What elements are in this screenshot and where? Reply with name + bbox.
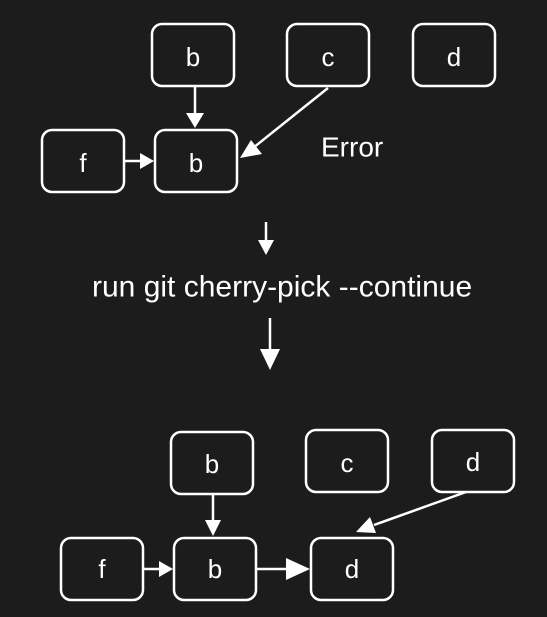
after-graph: b c d f b d	[59, 428, 516, 602]
svg-text:c: c	[322, 42, 335, 72]
before-edge-btop-to-bmid	[186, 86, 204, 128]
svg-text:c: c	[341, 448, 354, 478]
after-edge-btop-to-bmid	[205, 494, 221, 536]
svg-text:b: b	[205, 449, 219, 479]
svg-text:d: d	[447, 42, 461, 72]
before-node-f: f	[40, 128, 126, 194]
down-arrow-upper	[258, 222, 274, 255]
before-node-b-top: b	[150, 22, 236, 88]
svg-text:b: b	[208, 554, 222, 584]
before-edge-ctop-to-bmid	[240, 87, 329, 158]
after-node-c-top: c	[304, 428, 390, 494]
before-node-b-mid: b	[153, 128, 239, 194]
before-graph: b c d f b Error	[40, 22, 497, 194]
after-edge-dtop-to-dmid	[356, 490, 467, 533]
error-label: Error	[321, 132, 383, 163]
command-label: run git cherry-pick --continue	[92, 271, 472, 304]
after-node-f: f	[59, 536, 145, 602]
svg-text:f: f	[98, 554, 106, 584]
before-node-c-top: c	[285, 22, 371, 88]
after-node-d-mid: d	[309, 536, 395, 602]
after-edge-bmid-to-dmid	[256, 558, 310, 580]
svg-text:b: b	[186, 42, 200, 72]
down-arrow-lower	[260, 318, 280, 370]
before-edge-f-to-bmid	[124, 153, 154, 169]
after-node-d-top: d	[430, 428, 516, 494]
after-node-b-top: b	[169, 430, 255, 496]
after-edge-f-to-bmid	[143, 561, 173, 577]
svg-text:d: d	[345, 554, 359, 584]
svg-text:d: d	[466, 447, 480, 477]
svg-text:f: f	[79, 148, 87, 178]
svg-text:b: b	[189, 148, 203, 178]
after-node-b-mid: b	[172, 536, 258, 602]
before-node-d-top: d	[411, 22, 497, 88]
